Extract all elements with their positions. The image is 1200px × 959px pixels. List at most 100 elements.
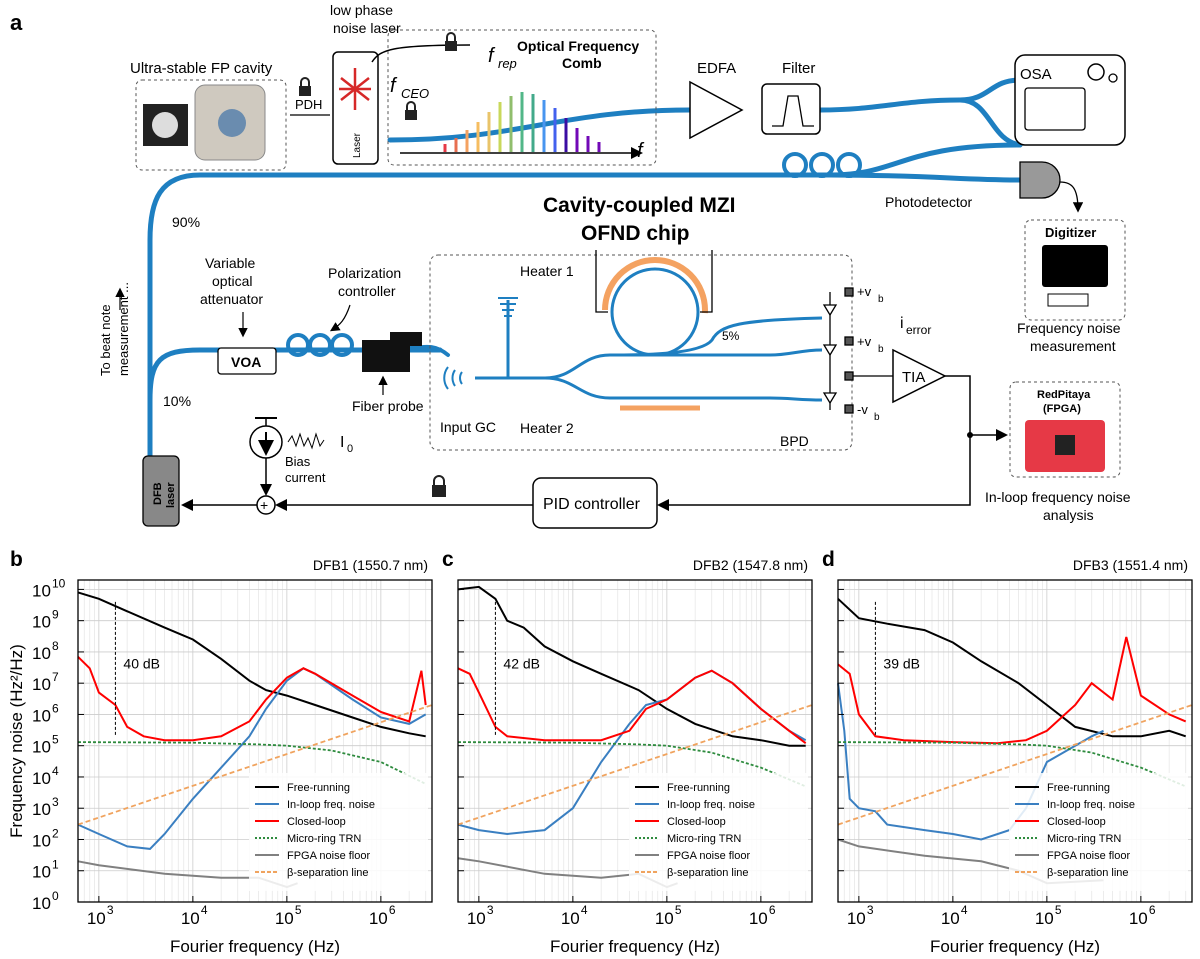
- noise-waveform: [287, 432, 325, 450]
- osa-knob-2: [1108, 73, 1118, 83]
- series-in-loop-freq-noise: [77, 667, 427, 850]
- x-axis-label: Fourier frequency (Hz): [550, 937, 720, 956]
- x-tick-exp: 5: [675, 903, 682, 917]
- series-micro-ring-trn: [457, 741, 807, 788]
- redpitaya-box: [1009, 381, 1121, 478]
- panel-label-c: c: [442, 548, 454, 571]
- legend-box: [249, 772, 428, 891]
- pdh-label: PDH: [295, 97, 322, 112]
- comb-axis-label: f: [637, 140, 645, 162]
- x-tick-exp: 4: [201, 903, 208, 917]
- db-annotation: 42 dB: [503, 655, 540, 671]
- legend-label: Closed-loop: [667, 816, 726, 828]
- edfa-label: EDFA: [697, 60, 736, 77]
- comb-box: [387, 29, 657, 166]
- pid-controller-box: [532, 477, 658, 529]
- fiber-coils: [286, 152, 862, 357]
- x-tick-exp: 3: [487, 903, 494, 917]
- chip-box: [429, 254, 853, 451]
- y-tick-exp: 9: [52, 608, 59, 622]
- pol-pointer: [329, 304, 351, 332]
- heater2-label: Heater 2: [520, 420, 574, 436]
- legend-label: Closed-loop: [1047, 816, 1106, 828]
- computer-icon: [1042, 245, 1108, 287]
- x-tick-label: 10: [181, 909, 200, 928]
- y-tick-exp: 3: [52, 795, 59, 809]
- plot-frame: [457, 579, 813, 903]
- legend-label: β-separation line: [1047, 867, 1129, 879]
- vb-plus-mid: +v: [857, 334, 872, 349]
- freq-noise-meas-2: measurement: [1030, 338, 1116, 354]
- inloop-label-2: analysis: [1043, 507, 1094, 523]
- voa-box: [217, 347, 277, 375]
- fceo-label: f: [390, 75, 398, 97]
- legend-label: Free-running: [1047, 782, 1110, 794]
- y-tick-exp: 7: [52, 670, 59, 684]
- tia-to-pid-line: [657, 375, 971, 511]
- x-tick-label: 10: [87, 909, 106, 928]
- legend-label: Closed-loop: [287, 816, 346, 828]
- redpitaya-label-1: RedPitaya: [1037, 389, 1091, 401]
- input-gc-icon: [443, 366, 463, 390]
- y-tick-label: 10: [32, 738, 51, 757]
- junction-dot: [967, 432, 973, 438]
- tia-amplifier: [892, 348, 947, 404]
- i-error-sub: error: [906, 323, 931, 337]
- optical-fiber-network: [147, 77, 1023, 463]
- series--separation-line: [457, 704, 813, 826]
- series-closed-loop: [457, 667, 807, 744]
- y-tick-label: 10: [32, 581, 51, 600]
- osa-instrument: [1014, 54, 1126, 146]
- input-gc-label: Input GC: [440, 419, 496, 435]
- legend-label: β-separation line: [667, 867, 749, 879]
- panel-label-d: d: [822, 548, 835, 571]
- voa-title-3: attenuator: [200, 291, 263, 307]
- laser-star-icon: [339, 68, 371, 110]
- osa-knob-1: [1087, 63, 1105, 81]
- vb-plus-mid-sub: b: [878, 344, 884, 355]
- lock-icon: [432, 475, 446, 497]
- photodiode-stack: [822, 287, 854, 414]
- y-tick-exp: 4: [52, 764, 59, 778]
- lock-icon: [445, 32, 457, 51]
- heater1-label: Heater 1: [520, 263, 574, 279]
- y-axis-label: Frequency noise (Hz²/Hz): [7, 644, 26, 838]
- series-micro-ring-trn: [837, 741, 1187, 788]
- legend-label: Free-running: [287, 782, 350, 794]
- y-tick-label: 10: [32, 706, 51, 725]
- legend-label: FPGA noise floor: [667, 850, 750, 862]
- series-free-running: [77, 591, 426, 738]
- freq-noise-meas-1: Frequency noise: [1017, 320, 1121, 336]
- db-annotation: 40 dB: [123, 655, 160, 671]
- legend-label: FPGA noise floor: [287, 850, 370, 862]
- digitizer-label: Digitizer: [1045, 225, 1096, 240]
- series-closed-loop: [77, 656, 427, 742]
- legend-box: [629, 772, 808, 891]
- pol-title-2: controller: [338, 283, 396, 299]
- x-tick-exp: 5: [1055, 903, 1062, 917]
- photodetector-label: Photodetector: [885, 194, 973, 210]
- grating-coupler-icon: [498, 297, 518, 317]
- redpitaya-label-2: (FPGA): [1043, 403, 1081, 415]
- y-tick-exp: 6: [52, 701, 59, 715]
- series-free-running: [837, 598, 1187, 738]
- edfa-amplifier: [689, 80, 744, 140]
- plot-title: DFB1 (1550.7 nm): [313, 557, 428, 573]
- five-pct-label: 5%: [722, 329, 740, 343]
- x-axis-label: Fourier frequency (Hz): [170, 937, 340, 956]
- voa-title-2: optical: [212, 273, 252, 289]
- filter-label: Filter: [782, 60, 815, 77]
- dfb-laser-package: [142, 455, 180, 527]
- y-tick-exp: 5: [52, 733, 59, 747]
- legend-label: Micro-ring TRN: [287, 833, 361, 845]
- vb-plus-top: +v: [857, 284, 872, 299]
- beat-note-label-2: measurement ...: [116, 282, 131, 376]
- chip-title-1: Cavity-coupled MZI: [543, 194, 736, 217]
- x-tick-label: 10: [275, 909, 294, 928]
- keyboard-icon: [1047, 293, 1089, 307]
